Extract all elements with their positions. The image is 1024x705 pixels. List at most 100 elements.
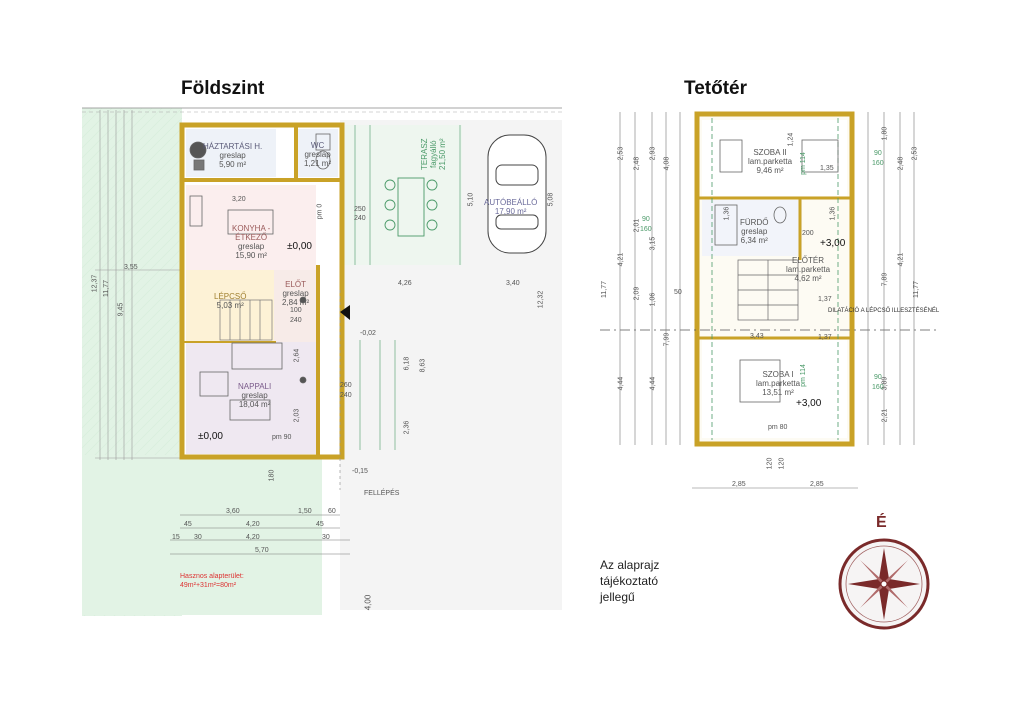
attic-dim-421: 4,21: [617, 252, 625, 267]
dim-340: 3,40: [506, 280, 520, 287]
attic-room1-floor: lam.parketta: [756, 379, 801, 388]
attic-room2-area: 9,46 m²: [756, 166, 784, 175]
compass-north-label: É: [876, 514, 887, 531]
attic-dim-135: 1,35: [820, 165, 834, 172]
attic-bath-area: 6,34 m²: [740, 236, 768, 245]
attic-level-room1: +3,00: [796, 398, 822, 409]
attic-dim-444a: 4,44: [617, 376, 625, 391]
useful-area-line1: Hasznos alapterület:: [180, 573, 244, 580]
attic-dim-799: 7,99: [663, 332, 671, 347]
dim-240b: 240: [340, 392, 352, 399]
level-step: -0,15: [352, 468, 368, 475]
attic-dim-253r: 2,53: [911, 146, 919, 161]
level-living: ±0,00: [198, 431, 223, 442]
attic-dim-221: 2,21: [881, 408, 889, 423]
room-carport-name: AUTÓBEÁLLÓ: [484, 198, 538, 207]
dim-45b: 45: [316, 521, 324, 528]
attic-room1-area: 13,51 m²: [762, 388, 794, 397]
useful-area-note: Hasznos alapterület: 49m²+31m²=80m²: [180, 572, 244, 590]
disclaimer-line1: Az alaprajz: [600, 558, 660, 572]
room-wc-name: WC: [310, 141, 325, 150]
room-kitchen-name1: KONYHA -: [232, 224, 271, 233]
attic-dim-408: 4,08: [663, 156, 671, 171]
attic-room2-floor: lam.parketta: [748, 157, 793, 166]
disclaimer-line3: jellegű: [600, 590, 635, 604]
room-entrance-area: 2,84 m²: [282, 298, 310, 307]
room-living-name: NAPPALI: [238, 382, 272, 391]
attic-dim-421r: 4,21: [897, 252, 905, 267]
attic-dim-90c: 90: [642, 216, 650, 223]
dim-240c: 240: [290, 317, 302, 324]
attic-dim-136a: 1,36: [723, 206, 731, 221]
room-entrance-name: ELŐT: [285, 280, 307, 289]
attic-stair: [737, 259, 799, 321]
dim-570: 5,70: [255, 547, 269, 554]
dim-426: 4,26: [398, 280, 412, 287]
room-wc-area: 1,21 m²: [304, 159, 332, 168]
dim-15: 15: [172, 534, 180, 541]
room-entrance: ELŐT greslap 2,84 m²: [282, 280, 309, 307]
dim-150: 1,50: [298, 508, 312, 515]
attic-bath-name: FÜRDŐ: [740, 218, 769, 227]
attic-floor-title: Tetőtér: [684, 78, 747, 99]
kitchen-floor: [186, 185, 316, 270]
room-stair-name: LÉPCSŐ: [214, 292, 247, 301]
attic-dim-789: 7,89: [881, 272, 889, 287]
entrance-arrow: [340, 305, 350, 320]
attic-dim-137a: 1,37: [818, 296, 832, 303]
attic-dim-343: 3,43: [750, 333, 764, 340]
attic-dim-248: 2,48: [633, 156, 641, 171]
attic-dim-137b: 1,37: [818, 334, 832, 341]
entrance-floor: [274, 270, 316, 342]
dim-45a: 45: [184, 521, 192, 528]
dim-30b: 30: [322, 534, 330, 541]
attic-dilatation-label: DILATÁCIÓ A LÉPCSŐ ILLESZTÉSÉNÉL: [828, 308, 940, 314]
attic-bath: FÜRDŐ greslap 6,34 m²: [740, 218, 768, 245]
attic-hall-floor: lam.parketta: [786, 265, 831, 274]
ground-floor-title: Földszint: [181, 78, 265, 99]
level-kitchen: ±0,00: [287, 241, 312, 252]
dim-30a: 30: [194, 534, 202, 541]
ground-furniture: [189, 133, 331, 421]
car-outline: [487, 134, 547, 254]
attic-dim-90b: 90: [874, 374, 882, 381]
dim-240a: 240: [354, 215, 366, 222]
attic-dim-160b: 160: [872, 384, 884, 391]
attic-dim-315: 3,15: [649, 236, 657, 251]
attic-dim-90a: 90: [874, 150, 882, 157]
attic-hall-name: ELŐTÉR: [792, 256, 825, 265]
room-stair: LÉPCSŐ 5,03 m²: [214, 292, 246, 310]
wc-floor: [298, 129, 338, 177]
pm90: pm 90: [272, 434, 292, 441]
room-entrance-floor: greslap: [282, 289, 309, 298]
site-lawn-bottom: [82, 455, 322, 615]
useful-area-line2: 49m²+31m²=80m²: [180, 582, 237, 589]
terrace-area: [342, 125, 462, 265]
room-kitchen-name2: ÉTKEZŐ: [235, 233, 268, 242]
room-utility-area: 5,90 m²: [219, 160, 247, 169]
attic-dim-136b: 1,36: [829, 206, 837, 221]
attic-dim-120b: 120: [778, 457, 786, 470]
attic-dim-285b: 2,85: [810, 481, 824, 488]
attic-hall: ELŐTÉR lam.parketta 4,62 m²: [786, 256, 830, 283]
attic-dim-1177a: 11,77: [601, 281, 608, 298]
attic-dim-285a: 2,85: [732, 481, 746, 488]
room-utility-name: HÁZTARTÁSI H.: [203, 142, 263, 151]
room-kitchen-floor: greslap: [237, 242, 265, 251]
dim-355: 3,55: [124, 264, 138, 271]
attic-room2-floor: [702, 120, 847, 196]
room-kitchen-area: 15,90 m²: [235, 251, 267, 260]
attic-dim-106: 1,06: [649, 292, 657, 307]
attic-room1-name: SZOBA I: [762, 370, 794, 379]
compass-rose-icon: [838, 538, 930, 630]
attic-dim-160c: 160: [640, 226, 652, 233]
room-kitchen: KONYHA - ÉTKEZŐ greslap 15,90 m²: [232, 224, 270, 260]
disclaimer-note: Az alaprajz tájékoztató jellegű: [600, 557, 710, 605]
attic-room1: SZOBA I lam.parketta 13,51 m²: [756, 370, 800, 397]
attic-dim-444b: 4,44: [649, 376, 657, 391]
attic-dim-160a: 160: [872, 160, 884, 167]
attic-dim-200: 200: [802, 230, 814, 237]
attic-pm80: pm 80: [768, 424, 788, 431]
